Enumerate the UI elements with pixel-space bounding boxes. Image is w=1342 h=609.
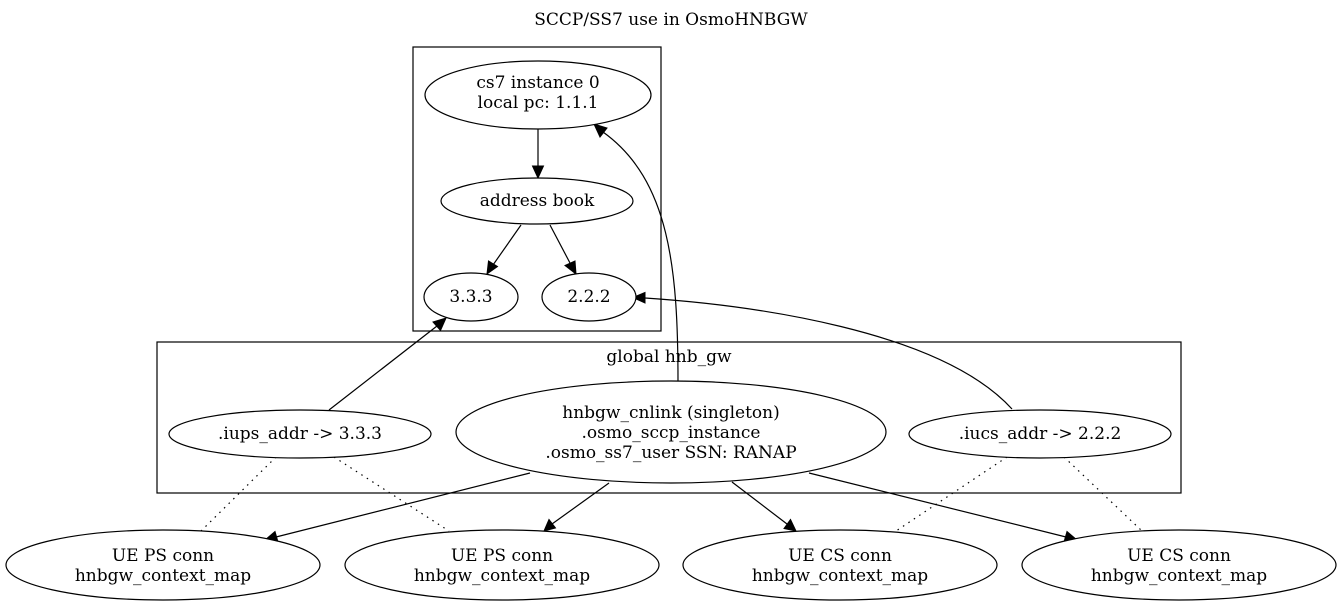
node-iucs-addr-label: .iucs_addr -> 2.2.2 (959, 424, 1122, 444)
node-cs7-instance-line1: cs7 instance 0 (476, 73, 599, 93)
edge-cnlink-to-ue-cs-1 (731, 481, 797, 532)
edge-address-book-to-222 (549, 224, 577, 276)
node-ue-cs-conn-1-line2: hnbgw_context_map (752, 566, 928, 586)
node-pc-333: 3.3.3 (423, 272, 519, 322)
node-pc-222-label: 2.2.2 (567, 287, 610, 307)
node-hnbgw-cnlink-line1: hnbgw_cnlink (singleton) (562, 403, 779, 423)
node-ue-ps-conn-1-line1: UE PS conn (112, 546, 214, 566)
edge-iucs-to-222 (631, 291, 1013, 410)
edge-cnlink-to-cs7 (593, 123, 679, 383)
node-ue-ps-conn-2-line2: hnbgw_context_map (414, 566, 590, 586)
node-ue-cs-conn-1-line1: UE CS conn (788, 546, 892, 566)
node-address-book: address book (440, 177, 634, 225)
cluster-cs7 (412, 46, 662, 332)
dotted-iucs-to-ue-cs-1 (895, 456, 1008, 532)
cluster-global-hnb-gw: global hnb_gw (156, 341, 1182, 494)
node-ue-ps-conn-2: UE PS conn hnbgw_context_map (344, 529, 660, 601)
dotted-iups-to-ue-ps-2 (333, 456, 450, 532)
node-hnbgw-cnlink-line2: .osmo_sccp_instance (582, 423, 761, 443)
diagram-title: SCCP/SS7 use in OsmoHNBGW (534, 10, 808, 30)
node-iucs-addr: .iucs_addr -> 2.2.2 (908, 409, 1172, 459)
node-pc-333-label: 3.3.3 (449, 287, 492, 307)
dotted-iucs-to-ue-cs-2 (1063, 456, 1143, 532)
node-iups-addr-label: .iups_addr -> 3.3.3 (218, 424, 382, 444)
node-ue-ps-conn-1-line2: hnbgw_context_map (75, 566, 251, 586)
node-ue-cs-conn-2-line2: hnbgw_context_map (1091, 566, 1267, 586)
node-ue-cs-conn-2-line1: UE CS conn (1127, 546, 1231, 566)
edge-address-book-to-333 (486, 224, 522, 276)
node-cs7-instance: cs7 instance 0 local pc: 1.1.1 (424, 60, 652, 130)
node-hnbgw-cnlink: hnbgw_cnlink (singleton) .osmo_sccp_inst… (455, 380, 887, 484)
node-hnbgw-cnlink-line3: .osmo_ss7_user SSN: RANAP (545, 443, 796, 463)
edge-cnlink-to-ue-ps-2 (543, 482, 610, 532)
cluster-global-hnb-gw-label: global hnb_gw (606, 347, 732, 367)
node-ue-ps-conn-2-line1: UE PS conn (451, 546, 553, 566)
node-ue-cs-conn-2: UE CS conn hnbgw_context_map (1021, 529, 1337, 601)
dotted-iups-to-ue-ps-1 (200, 456, 277, 532)
node-cs7-instance-line2: local pc: 1.1.1 (478, 93, 599, 113)
edge-iups-to-333 (328, 317, 447, 411)
node-iups-addr: .iups_addr -> 3.3.3 (168, 409, 432, 459)
node-ue-ps-conn-1: UE PS conn hnbgw_context_map (5, 529, 321, 601)
edge-cs7-to-address-book (531, 129, 545, 180)
node-pc-222: 2.2.2 (541, 272, 637, 322)
node-ue-cs-conn-1: UE CS conn hnbgw_context_map (682, 529, 998, 601)
node-address-book-label: address book (480, 191, 595, 211)
